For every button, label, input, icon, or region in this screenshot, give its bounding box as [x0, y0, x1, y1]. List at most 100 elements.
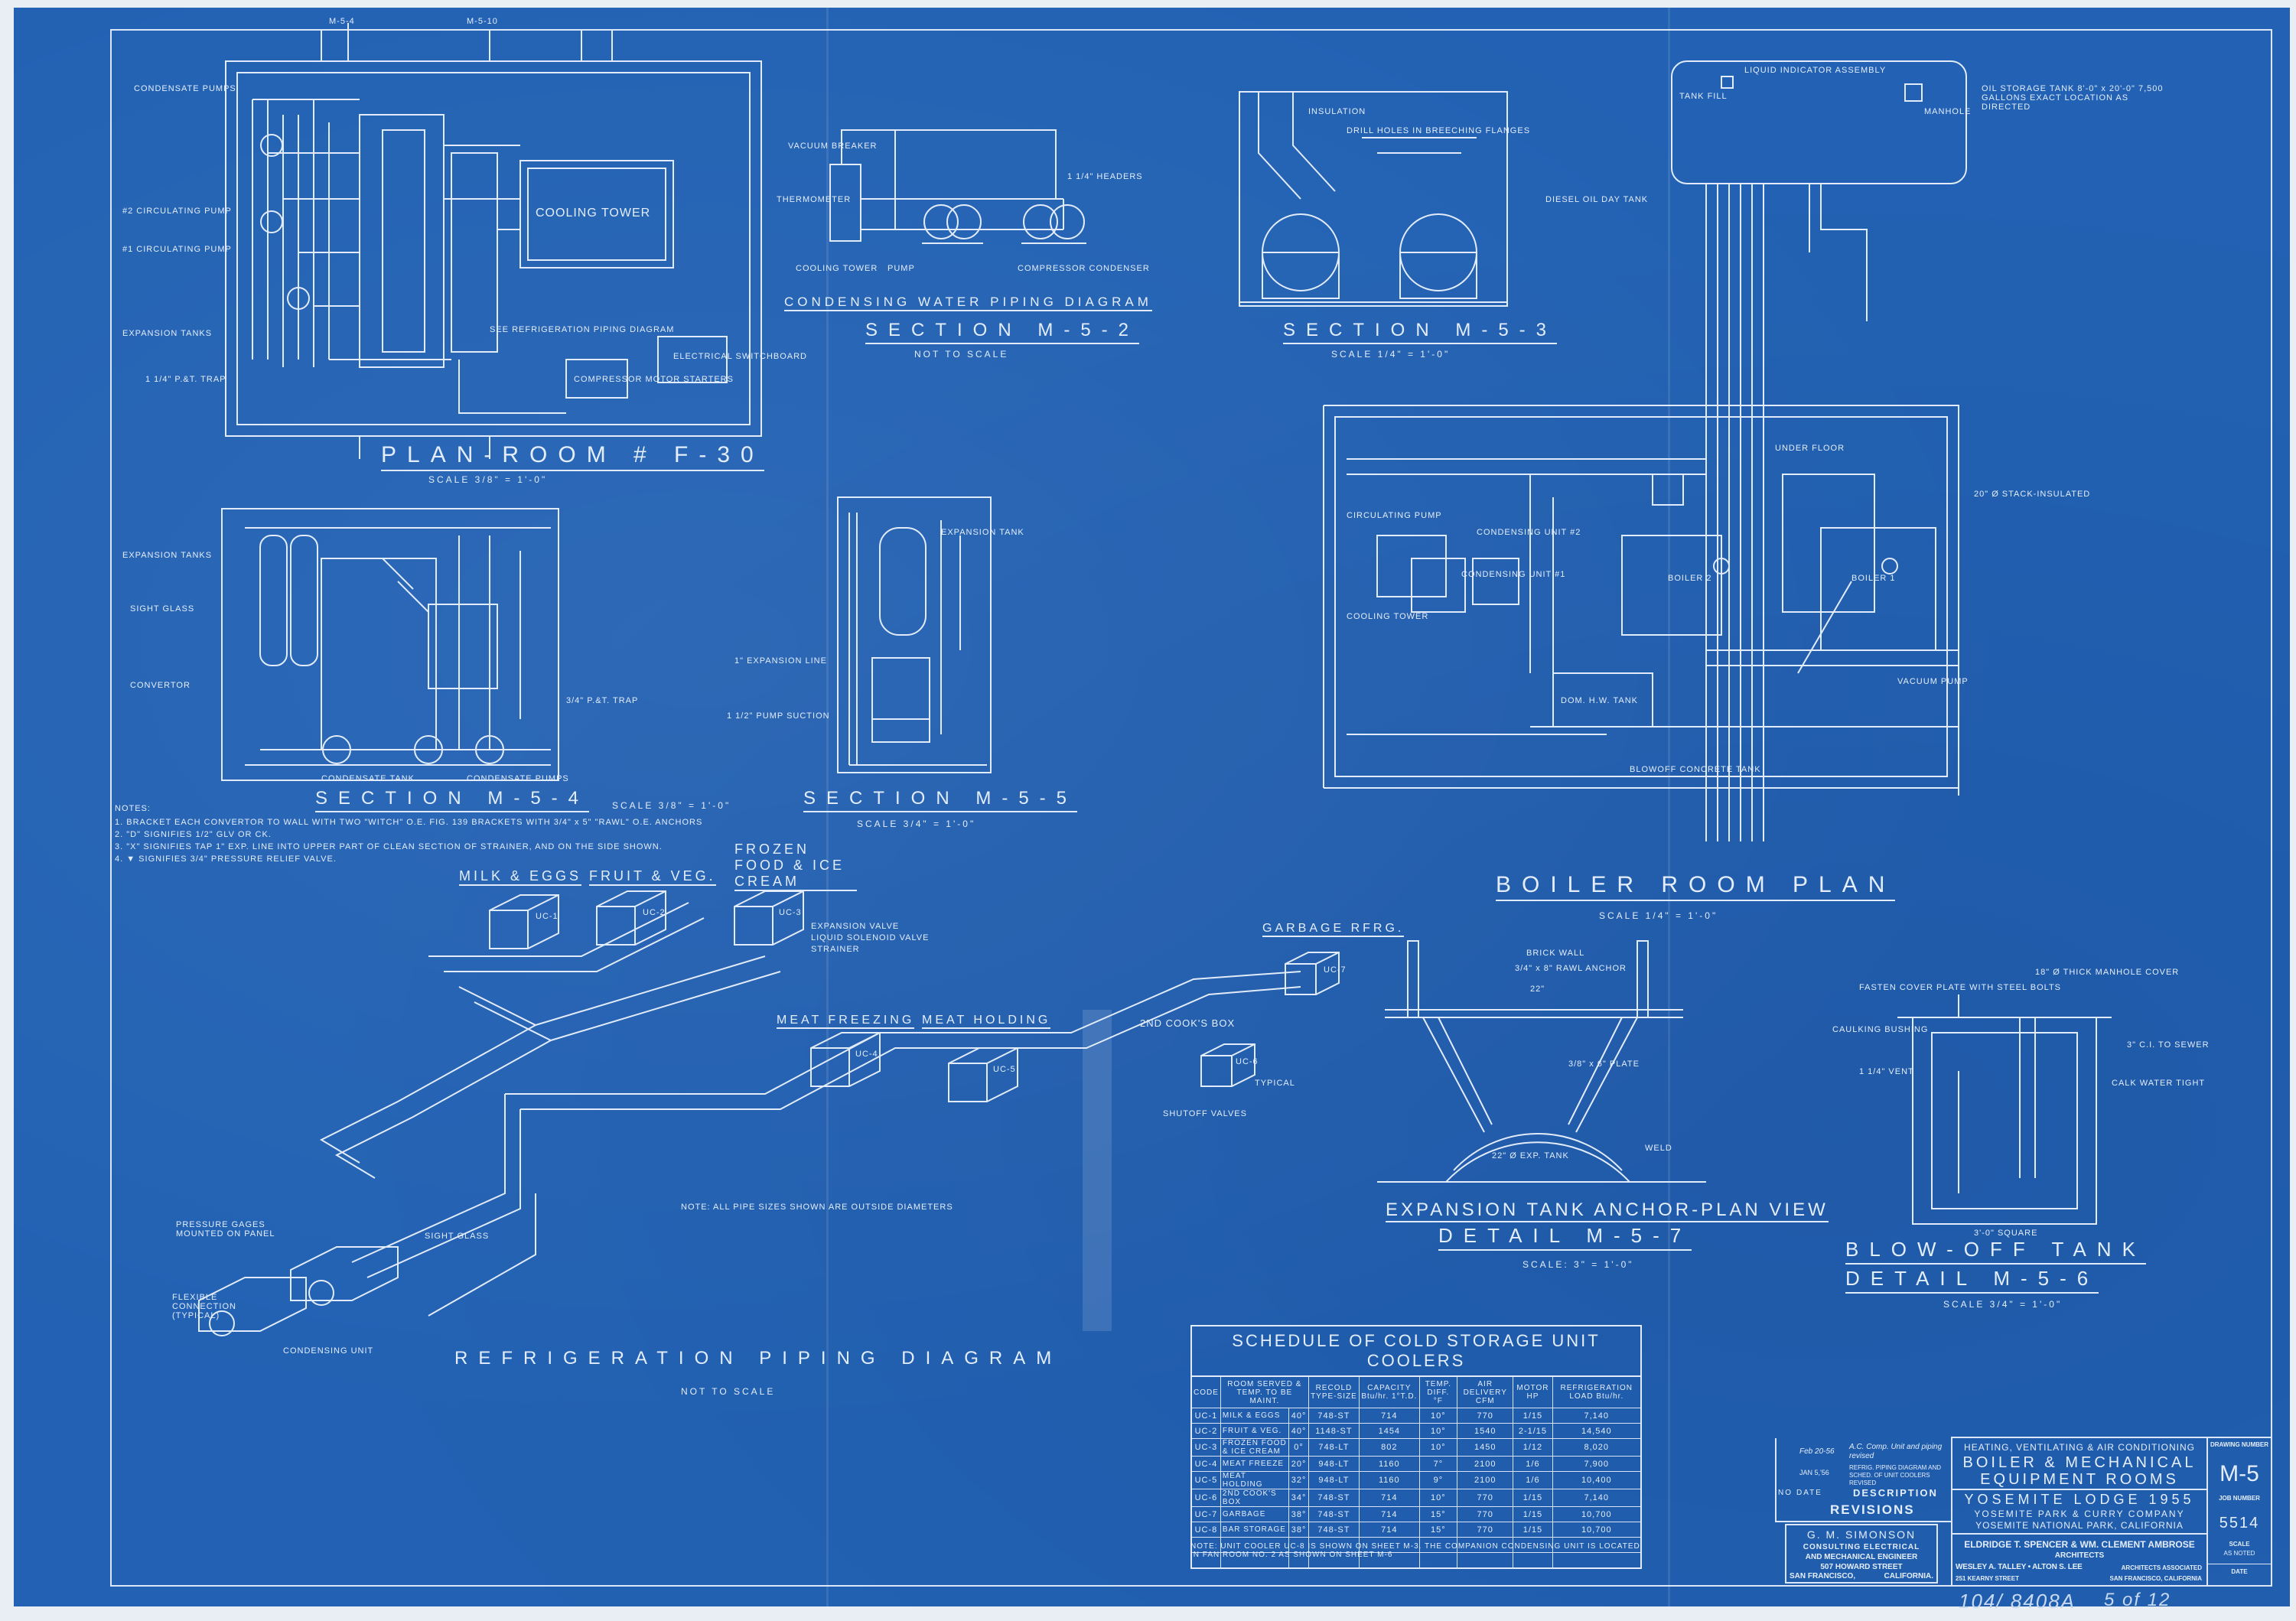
- label: 1 1/2" PUMP SUCTION: [727, 711, 830, 721]
- label: BOILER 1: [1851, 574, 1896, 583]
- associates-label: ARCHITECTS ASSOCIATED: [2121, 1564, 2202, 1571]
- table-cell: 2100: [1457, 1471, 1514, 1489]
- unit-label: UC-5: [993, 1065, 1016, 1074]
- label: EXPANSION TANKS: [122, 329, 213, 338]
- table-cell: UC-3: [1190, 1438, 1221, 1457]
- table-cell: [1513, 1537, 1553, 1553]
- label: 22": [1530, 985, 1545, 994]
- table-cell: 38°: [1288, 1522, 1309, 1538]
- label: UNDER FLOOR: [1775, 444, 1845, 453]
- table-cell: MEAT HOLDING: [1220, 1471, 1290, 1489]
- project-location: YOSEMITE NATIONAL PARK, CALIFORNIA: [1975, 1520, 2184, 1531]
- table-cell: 10°: [1418, 1423, 1458, 1439]
- boiler-room-scale: SCALE 1/4" = 1'-0": [1599, 910, 1718, 921]
- table-cell: [1552, 1537, 1642, 1553]
- label: 20" Ø STACK-INSULATED: [1974, 490, 2091, 499]
- column-header: REFRIGERATION LOAD Btu/hr.: [1552, 1375, 1642, 1408]
- engineer-state: CALIFORNIA.: [1884, 1572, 1933, 1580]
- table-cell: 802: [1359, 1438, 1420, 1457]
- table-cell: UC-2: [1190, 1423, 1221, 1439]
- drawing-number-label: DRAWING NUMBER: [2210, 1441, 2268, 1448]
- revision-description: A.C. Comp. Unit and piping revised: [1849, 1443, 1943, 1460]
- table-cell: [1359, 1537, 1420, 1553]
- label: COOLING TOWER: [1347, 612, 1429, 621]
- section-m54-title: SECTION M-5-4: [315, 788, 590, 812]
- label: EXPANSION TANKS: [122, 551, 213, 560]
- table-cell: 770: [1457, 1408, 1514, 1424]
- engineer-city: SAN FRANCISCO,: [1790, 1572, 1856, 1580]
- label: FLEXIBLE CONNECTION (TYPICAL): [172, 1293, 236, 1320]
- empty-row: [1190, 1537, 1642, 1553]
- unit-label: UC-4: [855, 1050, 878, 1059]
- table-cell: 1450: [1457, 1438, 1514, 1457]
- label: BLOWOFF CONCRETE TANK: [1630, 765, 1761, 774]
- label: M-5-4: [329, 17, 355, 26]
- table-cell: 1148-ST: [1308, 1423, 1360, 1439]
- table-cell: 1/15: [1513, 1506, 1553, 1522]
- notes-heading: NOTES:: [115, 804, 151, 813]
- label: VACUUM BREAKER: [788, 142, 878, 151]
- blowoff-scale: SCALE 3/4" = 1'-0": [1943, 1299, 2063, 1310]
- unit-label: UC-1: [536, 912, 559, 921]
- title-section: [1952, 1438, 2206, 1490]
- label: #2 CIRCULATING PUMP: [122, 207, 232, 216]
- label: 1 1/4" P.&T. TRAP: [145, 375, 226, 384]
- archive-number: 104/ 8408A: [1959, 1590, 2076, 1613]
- scale-label: SCALE: [2229, 1541, 2250, 1548]
- sheet-title: EQUIPMENT ROOMS: [1980, 1471, 2179, 1488]
- table-cell: 40°: [1288, 1408, 1309, 1424]
- condensing-scale: NOT TO SCALE: [914, 349, 1009, 360]
- date-label: DATE: [2231, 1568, 2248, 1575]
- label: CONDENSATE TANK: [321, 774, 415, 783]
- table-cell: [1190, 1552, 1221, 1569]
- table-cell: 770: [1457, 1506, 1514, 1522]
- unit-label: UC-7: [1324, 965, 1347, 975]
- room-label: 2ND COOK'S BOX: [1140, 1017, 1236, 1029]
- label: CONDENSATE PUMPS: [134, 84, 236, 93]
- blowoff-title: BLOW-OFF TANK: [1845, 1238, 2146, 1265]
- table-cell: [1513, 1552, 1553, 1569]
- section-m53-scale: SCALE 1/4" = 1'-0": [1331, 349, 1451, 360]
- anchor-drawing: [1377, 940, 1706, 1183]
- section-m52-title: SECTION M-5-2: [865, 320, 1140, 344]
- table-cell: UC-1: [1190, 1408, 1221, 1424]
- table-cell: 714: [1359, 1408, 1420, 1424]
- room-label: MILK & EGGS: [459, 868, 582, 886]
- note-2: 2. "D" SIGNIFIES 1/2" GLV OR CK.: [115, 830, 272, 839]
- drawing-number: M-5: [2219, 1461, 2259, 1486]
- blowoff-drawing: [1897, 994, 2112, 1225]
- schedule-note: NOTE: UNIT COOLER UC-8 IS SHOWN ON SHEET…: [1190, 1542, 1640, 1559]
- table-cell: 10,700: [1552, 1522, 1642, 1538]
- table-cell: 14,540: [1552, 1423, 1642, 1439]
- label: LIQUID SOLENOID VALVE: [811, 933, 930, 942]
- table-cell: 948-LT: [1308, 1471, 1360, 1489]
- label: 3" C.I. TO SEWER: [2127, 1040, 2210, 1050]
- label: COMPRESSOR MOTOR STARTERS: [574, 375, 734, 384]
- project-name: YOSEMITE LODGE 1955: [1964, 1492, 2195, 1507]
- scale-value: AS NOTED: [2223, 1550, 2255, 1557]
- schedule-title: SCHEDULE OF COLD STORAGE UNIT COOLERS: [1190, 1325, 1642, 1375]
- table-cell: 7,900: [1552, 1456, 1642, 1472]
- sheet-title: BOILER & MECHANICAL: [1962, 1454, 2197, 1471]
- engineer-name: G. M. SIMONSON: [1806, 1528, 1917, 1541]
- table-cell: 1/6: [1513, 1471, 1553, 1489]
- table-cell: 2100: [1457, 1456, 1514, 1472]
- revision-date: JAN 5,'56: [1799, 1469, 1829, 1476]
- label: 3'-0" SQUARE: [1974, 1229, 2038, 1238]
- title-block: HEATING, VENTILATING & AIR CONDITIONING …: [1951, 1437, 2272, 1587]
- plan-room-title: PLAN-ROOM # F-30: [381, 442, 764, 471]
- table-cell: 7,140: [1552, 1489, 1642, 1507]
- table-cell: MILK & EGGS: [1220, 1408, 1290, 1424]
- table-cell: 34°: [1288, 1489, 1309, 1507]
- label: COOLING TOWER: [796, 264, 878, 273]
- label: COOLING TOWER: [536, 207, 651, 220]
- revisions-col-date: DATE: [1796, 1489, 1822, 1497]
- column-header: ROOM SERVED & TEMP. TO BE MAINT.: [1220, 1375, 1309, 1408]
- revisions-col-description: DESCRIPTION: [1853, 1487, 1938, 1499]
- label: INSULATION: [1308, 107, 1366, 116]
- label: THERMOMETER: [777, 195, 852, 204]
- cold-storage-schedule-table: SCHEDULE OF COLD STORAGE UNIT COOLERS CO…: [1190, 1325, 1642, 1569]
- blowoff-detail: DETAIL M-5-6: [1845, 1267, 2099, 1294]
